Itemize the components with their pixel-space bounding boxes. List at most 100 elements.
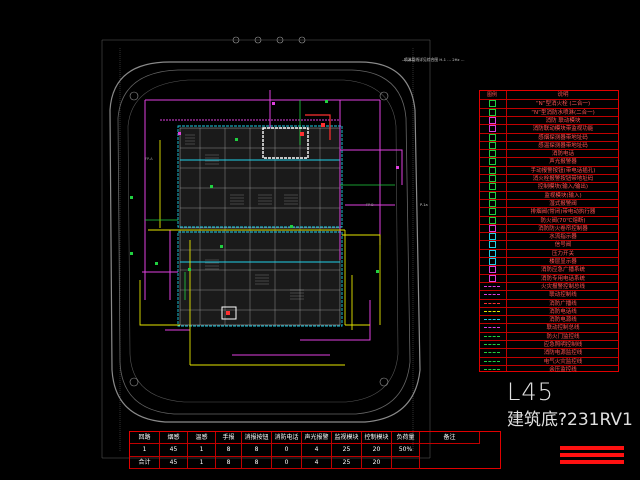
legend-row: 压力开关 bbox=[480, 248, 618, 257]
legend-row: “N”型消火栓 (二合一) bbox=[480, 99, 618, 108]
table-cell: 8 bbox=[216, 456, 242, 469]
remark-bar bbox=[560, 460, 624, 464]
table-header-cell: 烟感 bbox=[160, 432, 188, 445]
legend-row: 应急照明控制线 bbox=[480, 340, 618, 348]
legend-row: 声光报警器 bbox=[480, 157, 618, 166]
legend-desc: 电气火灾监控线 bbox=[543, 358, 583, 365]
structural-grid bbox=[101, 39, 431, 459]
axis-bubbles-top bbox=[129, 36, 389, 387]
legend-symbol-icon bbox=[482, 258, 502, 266]
legend-symbol-icon bbox=[482, 199, 502, 208]
legend-row: 联动控制总线 bbox=[480, 323, 618, 331]
table-cell: 合计 bbox=[130, 456, 160, 469]
legend-symbol-icon bbox=[482, 125, 502, 133]
table-header-cell: 消防电话 bbox=[272, 432, 302, 445]
note-text: 喷淋管线详见综合图 H-1 … 2Hz … bbox=[404, 57, 465, 62]
legend-row: 感温探测器带地址码 bbox=[480, 140, 618, 150]
legend-symbol-icon bbox=[482, 274, 502, 283]
table-cell: 4 bbox=[302, 444, 332, 457]
legend-row: 联动控制线 bbox=[480, 290, 618, 298]
legend-desc: 水流指示器 bbox=[549, 234, 577, 241]
table-cell: 8 bbox=[216, 444, 242, 457]
legend-symbol-icon bbox=[482, 224, 502, 233]
svg-text:──────: ────── bbox=[401, 59, 416, 63]
table-header-cell: 控制模块 bbox=[362, 432, 392, 445]
cyan-fire-lines bbox=[177, 125, 343, 327]
legend-header: 图例 说明 bbox=[480, 91, 618, 99]
legend-row: 监视模块(输入) bbox=[480, 190, 618, 200]
legend-symbol-icon bbox=[482, 241, 502, 249]
magenta-bus-loop bbox=[142, 90, 403, 356]
svg-text:FP-B: FP-B bbox=[366, 203, 374, 207]
legend-row: 湿式报警阀 bbox=[480, 198, 618, 208]
table-header-cell: 备注 bbox=[420, 432, 480, 445]
table-header-cell: 回路 bbox=[130, 432, 160, 445]
legend-row: 消防 联动模块 bbox=[480, 115, 618, 124]
legend-row: 手动报警按钮(带电话插孔) bbox=[480, 165, 618, 174]
legend-row: 消防应急广播系统 bbox=[480, 265, 618, 274]
table-header-cell: 声光报警 bbox=[302, 432, 332, 445]
table-header-cell: 消报按钮 bbox=[242, 432, 272, 445]
legend-row: 控制模块(输入/输出) bbox=[480, 182, 618, 191]
legend-desc: 消防专用电话系统 bbox=[540, 275, 585, 282]
legend-symbol-icon bbox=[482, 141, 502, 150]
table-cell: 4 bbox=[302, 456, 332, 469]
legend-desc: 消防防火卷帘控制器 bbox=[538, 225, 588, 232]
legend-desc: 手动报警按钮(带电话插孔) bbox=[530, 167, 596, 174]
legend-desc: 联动控制线 bbox=[549, 292, 577, 299]
legend-desc: 消防应急广播系统 bbox=[540, 267, 585, 274]
legend-row: 消防电源监控线 bbox=[480, 348, 618, 356]
legend-symbol-icon bbox=[482, 358, 502, 366]
legend-row: 消火栓报警按钮带地址码 bbox=[480, 174, 618, 182]
legend-row: 余压监控线 bbox=[480, 364, 618, 373]
device-highlight[interactable] bbox=[221, 306, 237, 320]
legend-desc: 防火门监控线 bbox=[546, 333, 580, 340]
legend-symbol-icon bbox=[482, 300, 502, 308]
green-signal-lines bbox=[145, 100, 395, 300]
legend-desc: 感烟探测器带地址码 bbox=[538, 134, 588, 141]
legend-desc: 消防电源监控线 bbox=[543, 350, 583, 357]
legend-desc: 排烟阀(常闭)带电动执行器 bbox=[530, 209, 596, 216]
table-cell: 20 bbox=[362, 444, 392, 457]
legend-row: 消防专用电话系统 bbox=[480, 273, 618, 283]
legend-desc: 消防电话 bbox=[551, 151, 574, 158]
legend-symbol-icon bbox=[482, 191, 502, 200]
legend-row: 消防防火卷帘控制器 bbox=[480, 223, 618, 233]
yellow-circuit-lines bbox=[139, 140, 381, 366]
table-cell: 1 bbox=[130, 444, 160, 457]
selection-box[interactable] bbox=[262, 127, 309, 159]
legend-desc: 火灾报警控制总线 bbox=[540, 283, 585, 290]
legend-symbol-icon bbox=[482, 316, 502, 324]
legend-header-desc: 说明 bbox=[557, 92, 569, 98]
legend-desc: 湿式报警阀 bbox=[549, 200, 577, 207]
legend-row: “N”型消防水喷淋(二合一) bbox=[480, 107, 618, 117]
table-cell: 25 bbox=[332, 456, 362, 469]
core-structure bbox=[179, 127, 341, 326]
level-title: L45 bbox=[507, 378, 554, 406]
legend-symbol-icon bbox=[482, 100, 502, 108]
legend-symbol-icon bbox=[482, 333, 502, 341]
dimension-texts: FP-AFP-B ────── bbox=[145, 59, 416, 207]
legend-symbol-icon bbox=[482, 283, 502, 291]
legend-symbol-icon bbox=[482, 291, 502, 299]
legend-symbol-icon bbox=[482, 349, 502, 357]
device-symbols bbox=[130, 100, 399, 315]
legend-desc: 信号阀 bbox=[554, 242, 572, 249]
legend-desc: 联动控制总线 bbox=[546, 325, 580, 332]
legend-row: 感烟探测器带地址码 bbox=[480, 132, 618, 141]
legend-symbol-icon bbox=[482, 108, 502, 117]
legend-desc: 消火栓报警按钮带地址码 bbox=[532, 176, 594, 182]
outer-rounded-facade bbox=[109, 61, 421, 423]
table-cell: 45 bbox=[160, 456, 188, 469]
table-header-cell: 温感 bbox=[188, 432, 216, 445]
drawing-title: 建筑底?231RV1 bbox=[507, 410, 633, 430]
table-cell: 0 bbox=[272, 444, 302, 457]
legend-desc: 消防电源线 bbox=[549, 317, 577, 324]
table-cell: 20 bbox=[362, 456, 392, 469]
legend-desc: 感温探测器带地址码 bbox=[538, 142, 588, 149]
table-header-cell: 监视模块 bbox=[332, 432, 362, 445]
table-cell: 25 bbox=[332, 444, 362, 457]
legend-symbol-icon bbox=[482, 308, 502, 316]
